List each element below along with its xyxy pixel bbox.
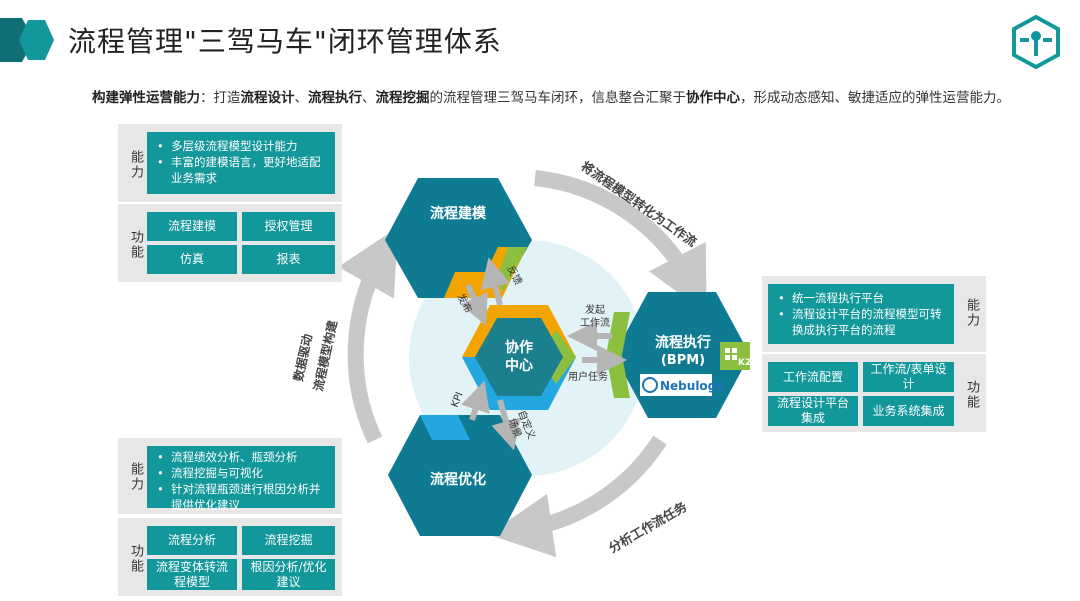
label-initiate-2: 工作流 [580, 316, 610, 329]
title-hexagon-logo [0, 18, 54, 62]
nebulogy-text: Nebulogy [660, 379, 724, 393]
arc-arrow-left [338, 227, 398, 444]
arrow-custom [491, 399, 521, 451]
subtitle-part: 的流程管理三驾马车闭环，信息整合汇聚于 [429, 90, 687, 106]
fn-design-platform-integration: 流程设计平台集成 [768, 396, 858, 426]
capability-item: 多层级流程模型设计能力 [157, 138, 327, 154]
modeling-capability-box: 多层级流程模型设计能力丰富的建模语言，更好地适配业务需求 [147, 132, 335, 194]
hexagon-optimization-label: 流程优化 [430, 471, 486, 488]
fn-variant-to-model: 流程变体转流程模型 [147, 559, 237, 590]
fn-process-modeling: 流程建模 [147, 212, 237, 241]
center-label-1: 协作 [505, 339, 533, 356]
fn-process-analysis: 流程分析 [147, 526, 237, 555]
hexagon-execution-label-2: (BPM) [661, 353, 705, 368]
subtitle-part: 、 [294, 90, 309, 106]
fn-permission-management: 授权管理 [242, 212, 335, 241]
capability-item: 流程设计平台的流程模型可转换成执行平台的流程 [778, 306, 946, 338]
subtitle: 构建弹性运营能力：打造流程设计、流程执行、流程挖掘的流程管理三驾马车闭环，信息整… [92, 86, 1010, 106]
label-user-task: 用户任务 [568, 370, 608, 383]
label-model-to-workflow: 将流程模型转化为工作流 [578, 158, 700, 249]
capability-item: 丰富的建模语言，更好地适配业务需求 [157, 154, 327, 186]
panel-execution-function-label: 功能 [964, 380, 979, 410]
fn-workflow-form-design: 工作流/表单设计 [863, 362, 954, 392]
center-label-2: 中心 [505, 357, 533, 374]
arrow-feedback [480, 257, 511, 306]
subtitle-part: ，形成动态感知、敏捷适应的弹性运营能力。 [740, 90, 1010, 106]
label-initiate-1: 发起 [585, 303, 605, 316]
subtitle-part: 构建弹性运营能力 [92, 90, 200, 106]
label-analyze-tasks: 分析工作流任务 [606, 499, 690, 556]
subtitle-part: 流程设计 [240, 90, 295, 106]
fn-root-cause-analysis: 根因分析/优化建议 [242, 559, 335, 590]
panel-modeling-function-label: 功能 [128, 230, 143, 260]
hexagon-center: 协作 中心 [462, 305, 576, 410]
subtitle-part: ：打造 [200, 90, 241, 106]
nebulogy-badge [640, 374, 712, 396]
hexagon-modeling: 流程建模 [385, 178, 532, 298]
panel-modeling-capability-label: 能力 [128, 150, 143, 180]
hexagon-execution-label-1: 流程执行 [655, 334, 711, 351]
fn-business-system-integration: 业务系统集成 [863, 396, 954, 426]
panel-execution-capability-label: 能力 [964, 298, 979, 328]
capability-item: 流程挖掘与可视化 [157, 465, 327, 481]
capability-item: 流程绩效分析、瓶颈分析 [157, 449, 327, 465]
execution-capability-box: 统一流程执行平台流程设计平台的流程模型可转换成执行平台的流程 [768, 284, 954, 344]
arc-arrow-top-right [534, 170, 707, 314]
fn-reports: 报表 [242, 245, 335, 274]
fn-workflow-config: 工作流配置 [768, 362, 858, 392]
subtitle-part: 流程挖掘 [375, 90, 430, 106]
fn-process-mining: 流程挖掘 [242, 526, 335, 555]
k2-text: K2 [738, 358, 751, 368]
panel-optimization-capability-label: 能力 [128, 462, 143, 492]
subtitle-part: 、 [362, 90, 376, 106]
nebulogy-logo-icon [642, 377, 658, 393]
brand-logo-icon [1012, 14, 1060, 70]
fn-simulation: 仿真 [147, 245, 237, 274]
label-data-driven: 数据驱动 [290, 333, 315, 383]
arrow-kpi [461, 380, 490, 421]
capability-item: 针对流程瓶颈进行根因分析并提供优化建议 [157, 481, 327, 513]
subtitle-part: 协作中心 [686, 90, 740, 106]
label-kpi: KPI [450, 391, 466, 410]
arrow-publish [460, 283, 488, 326]
hexagon-modeling-label: 流程建模 [430, 205, 487, 222]
optimization-capability-box: 流程绩效分析、瓶颈分析流程挖掘与可视化针对流程瓶颈进行根因分析并提供优化建议 [147, 446, 335, 512]
label-model-building: 流程模型构建 [310, 318, 340, 393]
capability-item: 统一流程执行平台 [778, 290, 946, 306]
subtitle-part: 流程执行 [308, 90, 362, 106]
panel-optimization-function-label: 功能 [128, 544, 143, 574]
page-title: 流程管理"三驾马车"闭环管理体系 [68, 25, 502, 58]
arc-arrow-bottom [488, 435, 667, 558]
